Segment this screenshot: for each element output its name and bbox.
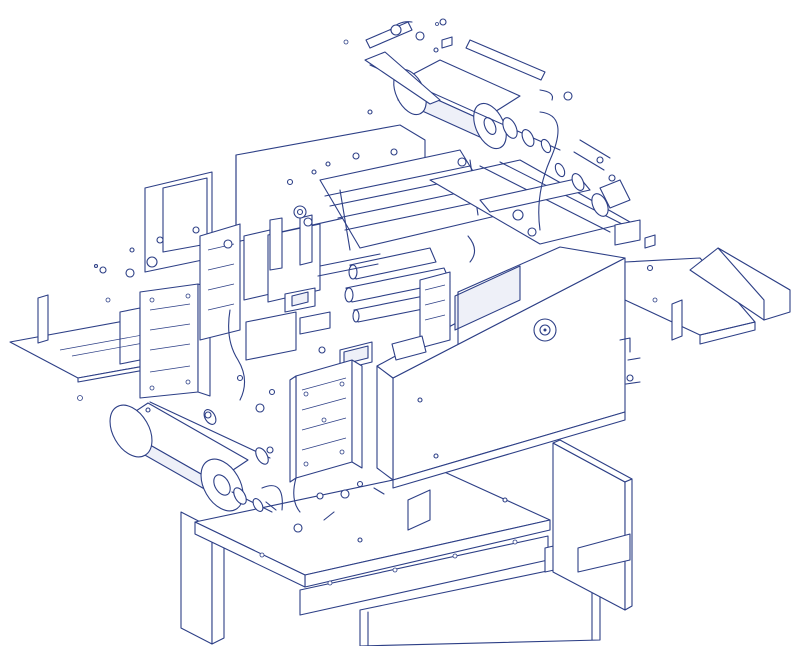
- base-stand: [180, 439, 633, 646]
- front-side-frame: [289, 359, 363, 513]
- upper-film-roll: [343, 18, 573, 154]
- main-cabinet: [144, 124, 626, 489]
- right-output-chute: [624, 247, 791, 345]
- right-roller-rack: [429, 111, 656, 263]
- left-side-frame: [139, 223, 271, 401]
- lower-film-roll: [109, 401, 283, 513]
- loose-fasteners: [93, 47, 654, 543]
